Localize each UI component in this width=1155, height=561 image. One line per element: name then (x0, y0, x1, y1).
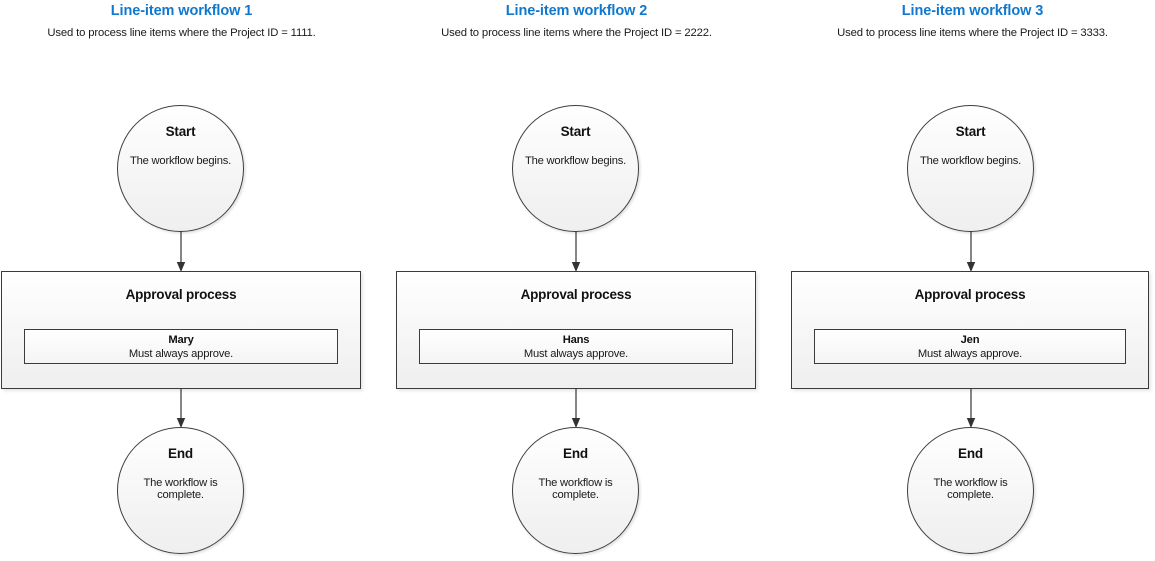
start-node-description: The workflow begins. (919, 154, 1022, 167)
end-node-title: End (958, 446, 983, 461)
page-title: Line-item workflow 3 (901, 3, 1044, 19)
start-node[interactable]: Start The workflow begins. (117, 105, 244, 232)
start-node-description: The workflow begins. (129, 154, 232, 167)
approver-name: Mary (168, 334, 194, 346)
end-node-title: End (563, 446, 588, 461)
arrow-down-icon (571, 388, 581, 428)
arrow-down-icon (966, 388, 976, 428)
workflow-header-3: Line-item workflow 3 Used to process lin… (790, 0, 1155, 39)
approver-rule: Must always approve. (523, 347, 629, 360)
start-node-title: Start (955, 124, 986, 139)
start-node-description: The workflow begins. (524, 154, 627, 167)
workflow-column-1: Line-item workflow 1 Used to process lin… (0, 0, 363, 561)
end-node-description: The workflow is complete. (143, 476, 218, 502)
approver-card[interactable]: Hans Must always approve. (419, 329, 733, 364)
end-node-description: The workflow is complete. (538, 476, 613, 502)
approver-card[interactable]: Jen Must always approve. (814, 329, 1126, 364)
workflow-column-2: Line-item workflow 2 Used to process lin… (395, 0, 758, 561)
approval-process-title: Approval process (914, 287, 1026, 302)
approver-name: Hans (562, 334, 590, 346)
approver-card[interactable]: Mary Must always approve. (24, 329, 338, 364)
workflow-subtitle: Used to process line items where the Pro… (441, 26, 712, 39)
page-title: Line-item workflow 2 (505, 3, 648, 19)
approval-process-box[interactable]: Approval process Hans Must always approv… (396, 271, 756, 389)
approval-process-title: Approval process (125, 287, 237, 302)
end-node[interactable]: End The workflow is complete. (512, 427, 639, 554)
start-node-title: Start (165, 124, 196, 139)
arrow-down-icon (571, 231, 581, 272)
end-node-title: End (168, 446, 193, 461)
arrow-down-icon (966, 231, 976, 272)
workflow-header-2: Line-item workflow 2 Used to process lin… (395, 0, 758, 39)
end-node-description: The workflow is complete. (933, 476, 1008, 502)
approval-process-title: Approval process (520, 287, 632, 302)
approver-rule: Must always approve. (917, 347, 1023, 360)
end-node[interactable]: End The workflow is complete. (117, 427, 244, 554)
start-node[interactable]: Start The workflow begins. (907, 105, 1034, 232)
arrow-down-icon (176, 231, 186, 272)
page-title: Line-item workflow 1 (110, 3, 253, 19)
workflow-subtitle: Used to process line items where the Pro… (47, 26, 316, 39)
start-node-title: Start (560, 124, 591, 139)
start-node[interactable]: Start The workflow begins. (512, 105, 639, 232)
approver-name: Jen (960, 334, 980, 346)
workflow-subtitle: Used to process line items where the Pro… (837, 26, 1108, 39)
arrow-down-icon (176, 388, 186, 428)
workflow-header-1: Line-item workflow 1 Used to process lin… (0, 0, 363, 39)
approver-rule: Must always approve. (128, 347, 234, 360)
end-node[interactable]: End The workflow is complete. (907, 427, 1034, 554)
workflow-column-3: Line-item workflow 3 Used to process lin… (790, 0, 1155, 561)
approval-process-box[interactable]: Approval process Jen Must always approve… (791, 271, 1149, 389)
approval-process-box[interactable]: Approval process Mary Must always approv… (1, 271, 361, 389)
